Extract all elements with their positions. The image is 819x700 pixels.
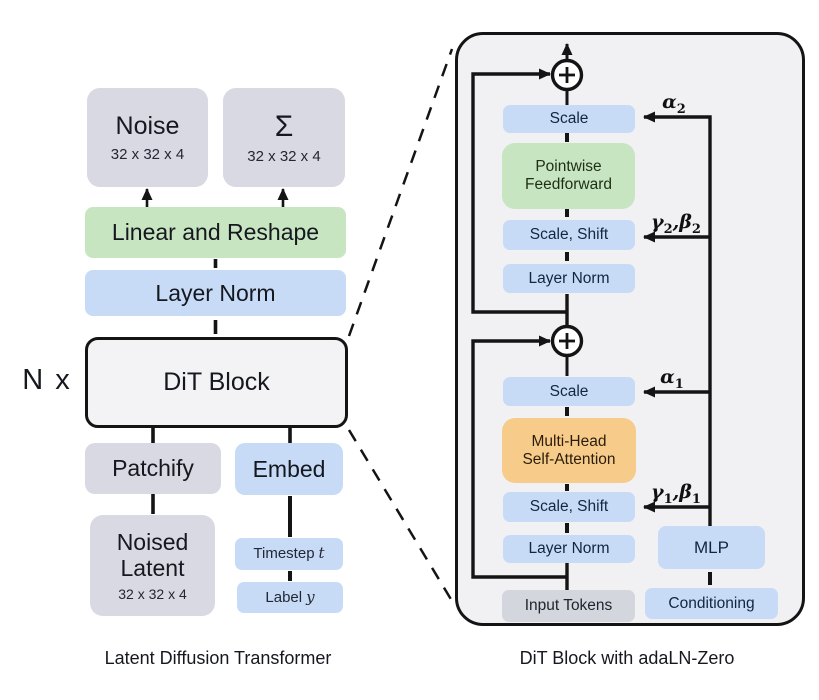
noise-dims: 32 x 32 x 4 <box>110 146 185 164</box>
timestep-label: Timestep <box>253 545 315 563</box>
alpha1-label: α1 <box>660 366 684 392</box>
sigma-dims: 32 x 32 x 4 <box>247 148 321 166</box>
input-tokens-box: Input Tokens <box>502 590 635 622</box>
left-caption: Latent Diffusion Transformer <box>104 648 332 668</box>
pointwise-line2: Feedforward <box>524 176 612 193</box>
layer-norm-box-top: Layer Norm <box>503 264 635 293</box>
scale-shift-box-bottom: Scale, Shift <box>503 492 635 522</box>
linear-reshape-label: Linear and Reshape <box>111 219 320 246</box>
noised-latent-box: Noised Latent 32 x 32 x 4 <box>90 515 215 616</box>
residual-bottom <box>471 335 567 579</box>
mhsa-line1: Multi-Head <box>531 432 607 450</box>
layer-norm-label-bottom: Layer Norm <box>528 540 610 558</box>
repeat-count-label: N x <box>22 364 72 397</box>
timestep-box: Timestep t <box>235 538 343 570</box>
patchify-box: Patchify <box>85 443 221 494</box>
zoom-dashed-top <box>347 48 454 337</box>
linear-reshape-box: Linear and Reshape <box>85 207 346 258</box>
layer-norm-label-top: Layer Norm <box>528 269 610 287</box>
embed-label: Embed <box>252 455 326 482</box>
add-icon-top <box>550 58 584 92</box>
timestep-var: t <box>318 544 325 563</box>
zoom-dashed-bottom <box>347 429 454 602</box>
scale-shift-label-top: Scale, Shift <box>529 226 609 244</box>
scale-shift-box-top: Scale, Shift <box>503 220 635 250</box>
layer-norm-box-left: Layer Norm <box>85 270 346 316</box>
pointwise-feedforward-box: Pointwise Feedforward <box>502 143 635 209</box>
scale-label-top: Scale <box>549 110 589 128</box>
alpha2-label: α2 <box>662 91 686 117</box>
scale-label-bottom: Scale <box>549 382 589 400</box>
noised-latent-dims: 32 x 32 x 4 <box>118 585 187 602</box>
noised-latent-line1: Noised <box>116 529 189 556</box>
scale-shift-label-bottom: Scale, Shift <box>529 498 609 516</box>
pointwise-line1: Pointwise <box>535 158 602 176</box>
label-y-var: y <box>306 587 315 606</box>
label-y-label: Label <box>265 588 303 606</box>
sigma-box: Σ 32 x 32 x 4 <box>223 88 345 187</box>
label-y-box: Label y <box>237 582 343 613</box>
mhsa-line2: Self-Attention <box>522 450 616 468</box>
residual-top <box>471 68 567 314</box>
gamma-beta1-label: γ1,β1 <box>651 481 701 507</box>
noise-box: Noise 32 x 32 x 4 <box>87 88 208 187</box>
cond-line-alpha2 <box>643 111 712 527</box>
dit-block-box: DiT Block <box>85 337 348 428</box>
layer-norm-box-bottom: Layer Norm <box>503 535 635 563</box>
scale-box-top: Scale <box>503 105 635 133</box>
embed-box: Embed <box>235 443 343 495</box>
sigma-label: Σ <box>274 109 294 143</box>
conditioning-label: Conditioning <box>668 594 755 612</box>
mlp-label: MLP <box>694 537 729 557</box>
patchify-label: Patchify <box>112 455 194 482</box>
mlp-box: MLP <box>658 526 765 569</box>
add-icon-bottom <box>550 324 584 358</box>
layer-norm-label-left: Layer Norm <box>155 279 276 306</box>
mhsa-box: Multi-Head Self-Attention <box>502 418 636 483</box>
right-caption: DiT Block with adaLN-Zero <box>519 648 735 668</box>
input-tokens-label: Input Tokens <box>524 597 613 615</box>
gamma-beta2-label: γ2,β2 <box>651 211 701 237</box>
dit-block-label: DiT Block <box>163 368 270 397</box>
conditioning-box: Conditioning <box>645 588 778 619</box>
scale-box-bottom: Scale <box>503 377 635 406</box>
noise-label: Noise <box>115 111 180 140</box>
noised-latent-line2: Latent <box>120 555 185 582</box>
